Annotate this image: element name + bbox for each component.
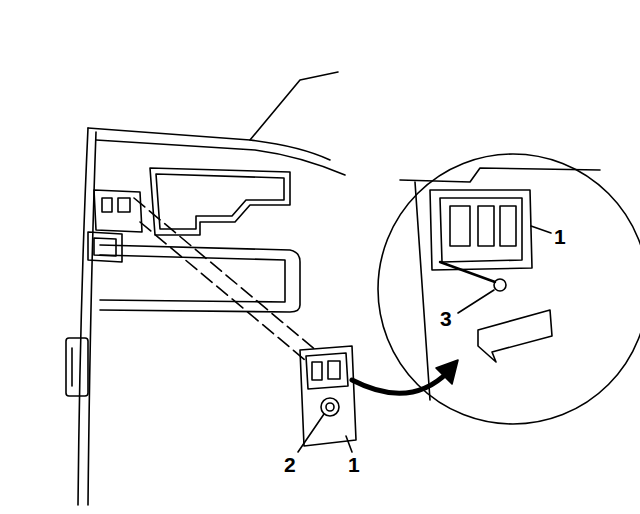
curved-arrow xyxy=(352,372,448,393)
screw-head xyxy=(494,279,506,291)
inset-bezel xyxy=(430,190,532,270)
inset-switch xyxy=(500,206,516,246)
armrest xyxy=(100,245,300,312)
inset-bezel-inner xyxy=(440,198,522,262)
switch xyxy=(102,198,112,212)
door-recess xyxy=(88,232,122,262)
screw-shaft xyxy=(440,262,495,282)
arrow-head xyxy=(436,360,458,384)
pull-cup-inner xyxy=(156,174,284,229)
callout-number: 1 xyxy=(554,226,566,247)
switch xyxy=(328,361,340,379)
guide-line xyxy=(140,222,305,360)
window-frame xyxy=(250,72,338,140)
inset-panel-edge xyxy=(415,182,430,400)
removed-bezel xyxy=(300,346,356,446)
door-top-edge xyxy=(88,128,330,160)
armrest-inner xyxy=(100,255,285,302)
leader-line xyxy=(458,290,494,313)
callout-number: 3 xyxy=(440,308,452,329)
inset-switch xyxy=(478,206,494,246)
door-switch-bezel xyxy=(94,190,142,232)
guide-line xyxy=(134,198,318,352)
leader-line xyxy=(346,436,352,452)
door-lock xyxy=(66,338,88,396)
switch xyxy=(312,362,322,380)
removed-bezel-opening xyxy=(306,353,348,389)
door-edge-inner xyxy=(88,132,96,505)
door-recess-inner xyxy=(94,238,116,256)
pull-cup xyxy=(150,168,290,235)
inset-switch xyxy=(450,206,470,246)
callout-number: 1 xyxy=(348,454,360,475)
switch xyxy=(118,198,130,212)
screw-hole-inner xyxy=(326,403,334,411)
door-edge xyxy=(78,128,88,505)
inset-panel-top xyxy=(400,168,600,182)
leader-line xyxy=(298,414,324,452)
detail-circle xyxy=(378,154,640,424)
leader-line xyxy=(531,226,551,233)
direction-arrow xyxy=(478,310,552,362)
callout-number: 2 xyxy=(284,454,296,475)
lock-detail xyxy=(71,348,73,386)
